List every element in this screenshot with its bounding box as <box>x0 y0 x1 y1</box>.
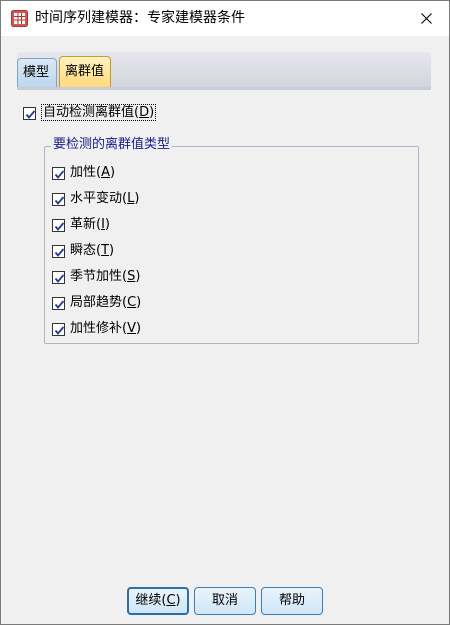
outlier-innovational-suffix: ) <box>104 217 110 232</box>
outlier-innovational-label[interactable]: 革新(I) <box>70 217 110 233</box>
cancel-button[interactable]: 取消 <box>194 587 256 615</box>
outlier-local-trend-mnemonic: C <box>127 295 137 310</box>
checkmark-icon <box>54 326 65 335</box>
outlier-additive-patch-suffix: ) <box>135 321 142 336</box>
outlier-additive-text: 加性( <box>70 165 102 180</box>
checkmark-icon <box>25 110 36 119</box>
continue-text: 继续( <box>135 593 167 608</box>
outlier-transient-label[interactable]: 瞬态(T) <box>70 243 114 259</box>
checkmark-icon <box>54 274 65 283</box>
outlier-level-shift-text: 水平变动( <box>70 191 128 206</box>
outlier-level-shift-suffix: ) <box>134 191 140 206</box>
outlier-seasonal-additive-suffix: ) <box>135 269 141 284</box>
checkmark-icon <box>54 196 65 205</box>
outlier-additive-patch-label[interactable]: 加性修补(V) <box>70 321 141 337</box>
outlier-seasonal-additive-mnemonic: S <box>127 269 136 284</box>
outlier-local-trend-suffix: ) <box>136 295 142 310</box>
continue-button[interactable]: 继续(C) <box>127 587 189 615</box>
tab-model-label: 模型 <box>23 65 50 80</box>
outlier-level-shift-checkbox[interactable] <box>52 193 65 206</box>
window-title: 时间序列建模器：专家建模器条件 <box>35 10 245 26</box>
outlier-additive-mnemonic: A <box>101 165 110 180</box>
auto-detect-text: 自动检测离群值( <box>43 105 140 120</box>
auto-detect-checkbox[interactable] <box>23 107 36 120</box>
continue-mnemonic: C <box>166 593 176 608</box>
checkmark-icon <box>54 222 65 231</box>
outlier-transient-suffix: ) <box>109 243 115 258</box>
outlier-types-group-title: 要检测的离群值类型 <box>51 137 173 153</box>
outlier-seasonal-additive-label[interactable]: 季节加性(S) <box>70 269 140 285</box>
tab-strip: 模型 离群值 <box>17 52 431 88</box>
outlier-local-trend-text: 局部趋势( <box>70 295 128 310</box>
outlier-local-trend-label[interactable]: 局部趋势(C) <box>70 295 141 311</box>
outlier-innovational-mnemonic: I <box>101 217 105 232</box>
auto-detect-label[interactable]: 自动检测离群值(D) <box>41 104 157 121</box>
checkmark-icon <box>54 248 65 257</box>
outlier-level-shift-mnemonic: L <box>127 191 135 206</box>
app-table-icon <box>11 10 28 27</box>
outlier-additive-suffix: ) <box>109 165 116 180</box>
outlier-transient-mnemonic: T <box>101 243 110 258</box>
close-icon <box>420 13 432 24</box>
auto-detect-suffix: ) <box>149 105 155 120</box>
outlier-additive-patch-checkbox[interactable] <box>52 323 65 336</box>
title-bar: 时间序列建模器：专家建模器条件 <box>1 1 449 36</box>
outlier-transient-checkbox[interactable] <box>52 245 65 258</box>
tab-divider <box>17 87 431 90</box>
close-button[interactable] <box>403 1 449 36</box>
outlier-level-shift-label[interactable]: 水平变动(L) <box>70 191 139 207</box>
outlier-seasonal-additive-checkbox[interactable] <box>52 271 65 284</box>
outlier-local-trend-checkbox[interactable] <box>52 297 65 310</box>
continue-suffix: ) <box>175 593 181 608</box>
checkmark-icon <box>54 300 65 309</box>
auto-detect-mnemonic: D <box>139 105 150 120</box>
outlier-types-group <box>44 146 419 344</box>
outlier-additive-patch-mnemonic: V <box>127 321 136 336</box>
checkmark-icon <box>54 170 65 179</box>
help-button[interactable]: 帮助 <box>261 587 323 615</box>
outlier-innovational-checkbox[interactable] <box>52 219 65 232</box>
outlier-additive-checkbox[interactable] <box>52 167 65 180</box>
outlier-transient-text: 瞬态( <box>70 243 102 258</box>
outlier-innovational-text: 革新( <box>70 217 102 232</box>
auto-detect-focus: 自动检测离群值(D) <box>41 104 157 121</box>
tab-model[interactable]: 模型 <box>17 58 57 88</box>
outlier-additive-patch-text: 加性修补( <box>70 321 128 336</box>
tab-outliers[interactable]: 离群值 <box>59 56 111 88</box>
outlier-additive-label[interactable]: 加性(A) <box>70 165 115 181</box>
tab-outliers-label: 离群值 <box>65 64 105 79</box>
outlier-seasonal-additive-text: 季节加性( <box>70 269 128 284</box>
